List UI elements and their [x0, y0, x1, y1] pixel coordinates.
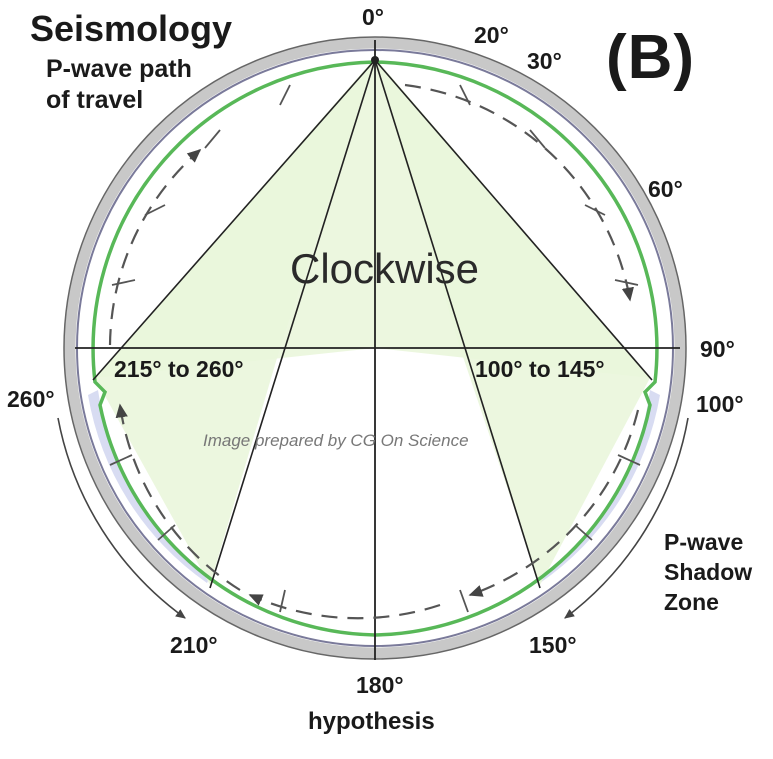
shadow-zone-arrows	[57, 417, 689, 619]
range-label-right: 100° to 145°	[475, 356, 605, 382]
left-lower-wedge	[95, 58, 375, 585]
travel-arrow-lower-left	[115, 403, 241, 591]
degree-label-100: 100°	[696, 391, 744, 417]
degree-label-150: 150°	[529, 632, 577, 658]
degree-label-20: 20°	[474, 22, 509, 48]
degree-label-210: 210°	[170, 632, 218, 658]
panel-label: (B)	[606, 23, 696, 92]
shadow-zone-line: Shadow	[664, 559, 753, 585]
travel-arrow-upper-right	[404, 83, 634, 302]
ray-paths	[92, 59, 653, 589]
travel-arrow-bottom	[248, 593, 441, 620]
degree-label-90: 90°	[700, 336, 735, 362]
ray-to-150	[374, 59, 541, 589]
shadow-zone-line: P-wave	[664, 529, 744, 555]
ray-to-270	[92, 59, 376, 381]
ray-to-90	[374, 59, 653, 381]
shadow-zone-line: Zone	[664, 589, 719, 615]
shadow-zone-label: P-wave Shadow Zone	[664, 527, 752, 617]
caption: hypothesis	[308, 708, 435, 735]
travel-arrow-lower-right	[468, 409, 640, 597]
diagram-title: Seismology	[30, 8, 233, 49]
travel-arrows	[108, 83, 640, 620]
range-label-left: 215° to 260°	[114, 356, 244, 382]
degree-label-60: 60°	[648, 176, 683, 202]
ray-to-210	[209, 59, 376, 589]
image-credit: Image prepared by CG On Science	[203, 431, 469, 450]
degree-label-180: 180°	[356, 672, 404, 698]
clockwise-label: Clockwise	[290, 245, 480, 292]
right-lower-wedge	[375, 58, 650, 585]
subtitle-line: of travel	[46, 86, 144, 114]
degree-label-260: 260°	[7, 386, 55, 412]
shadow-arrow-right	[564, 417, 689, 619]
subtitle-line: P-wave path	[46, 55, 192, 83]
diagram-subtitle: P-wave path of travel	[46, 54, 192, 116]
shadow-arrow-left	[57, 417, 186, 619]
degree-label-0: 0°	[362, 4, 384, 30]
degree-label-30: 30°	[527, 48, 562, 74]
travel-arrow-upper-left	[108, 148, 202, 346]
epicenter-dot	[371, 56, 379, 64]
